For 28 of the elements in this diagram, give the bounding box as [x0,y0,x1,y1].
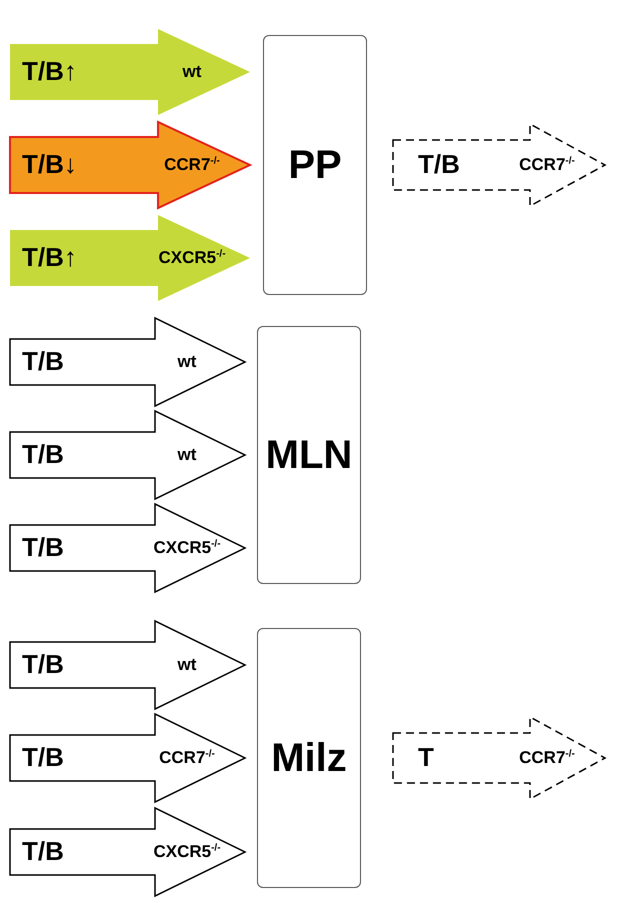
genotype-label: CCR7$^{-/-}$ [519,155,575,175]
genotype-label: CCR7$^{-/-}$ [519,748,575,768]
cell-type-label: T/B↑ [22,242,77,273]
genotype-label: CCR7$^{-/-}$ [159,748,215,768]
genotype-label: CXCR5$^{-/-}$ [158,248,226,268]
cell-type-label: T/B [22,532,64,563]
genotype-label: CXCR5$^{-/-}$ [153,538,221,558]
genotype-label: wt [178,445,196,465]
genotype-label: CCR7$^{-/-}$ [164,155,220,175]
organ-box [257,628,361,888]
cell-type-label: T/B [22,649,64,680]
genotype-label: CXCR5$^{-/-}$ [153,842,221,862]
genotype-label: wt [178,655,196,675]
cell-type-label: T/B [22,346,64,377]
organ-label: Milz [271,736,347,780]
cell-type-label: T/B [418,149,460,180]
organ-box [257,326,361,584]
cell-type-label: T/B↑ [22,56,77,87]
cell-type-label: T/B [22,439,64,470]
cell-type-label: T/B [22,836,64,867]
organ-label: PP [288,142,342,188]
cell-type-label: T/B [22,742,64,773]
organ-box [263,35,367,295]
cell-type-label: T/B↓ [22,149,77,180]
genotype-label: wt [178,352,196,372]
cell-type-label: T [418,742,434,773]
organ-label: MLN [266,432,352,478]
genotype-label: wt [182,62,202,82]
